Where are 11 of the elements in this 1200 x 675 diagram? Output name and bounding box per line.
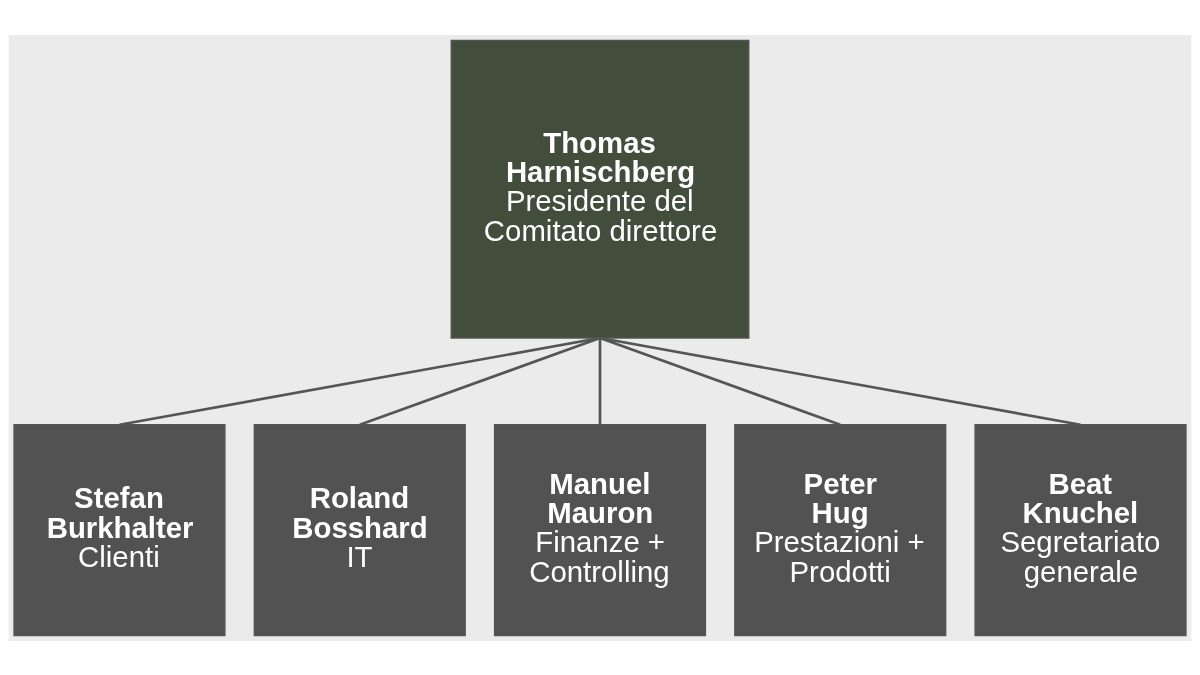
node-box: Roland Bosshard IT xyxy=(253,423,466,636)
connector xyxy=(599,336,841,426)
connector xyxy=(598,337,602,425)
node-box: Thomas Harnischberg Presidente del Comitato direttore xyxy=(450,39,750,339)
node-box: Stefan Burkhalter Clienti xyxy=(13,423,226,636)
connector xyxy=(359,336,601,426)
node-box: Peter Hug Prestazioni + Prodotti xyxy=(734,423,947,636)
connector xyxy=(119,336,601,426)
node-box: Manuel Mauron Finanze + Controlling xyxy=(493,423,707,636)
connector xyxy=(599,336,1081,426)
node-box: Beat Knuchel Segretariato generale xyxy=(974,423,1187,636)
